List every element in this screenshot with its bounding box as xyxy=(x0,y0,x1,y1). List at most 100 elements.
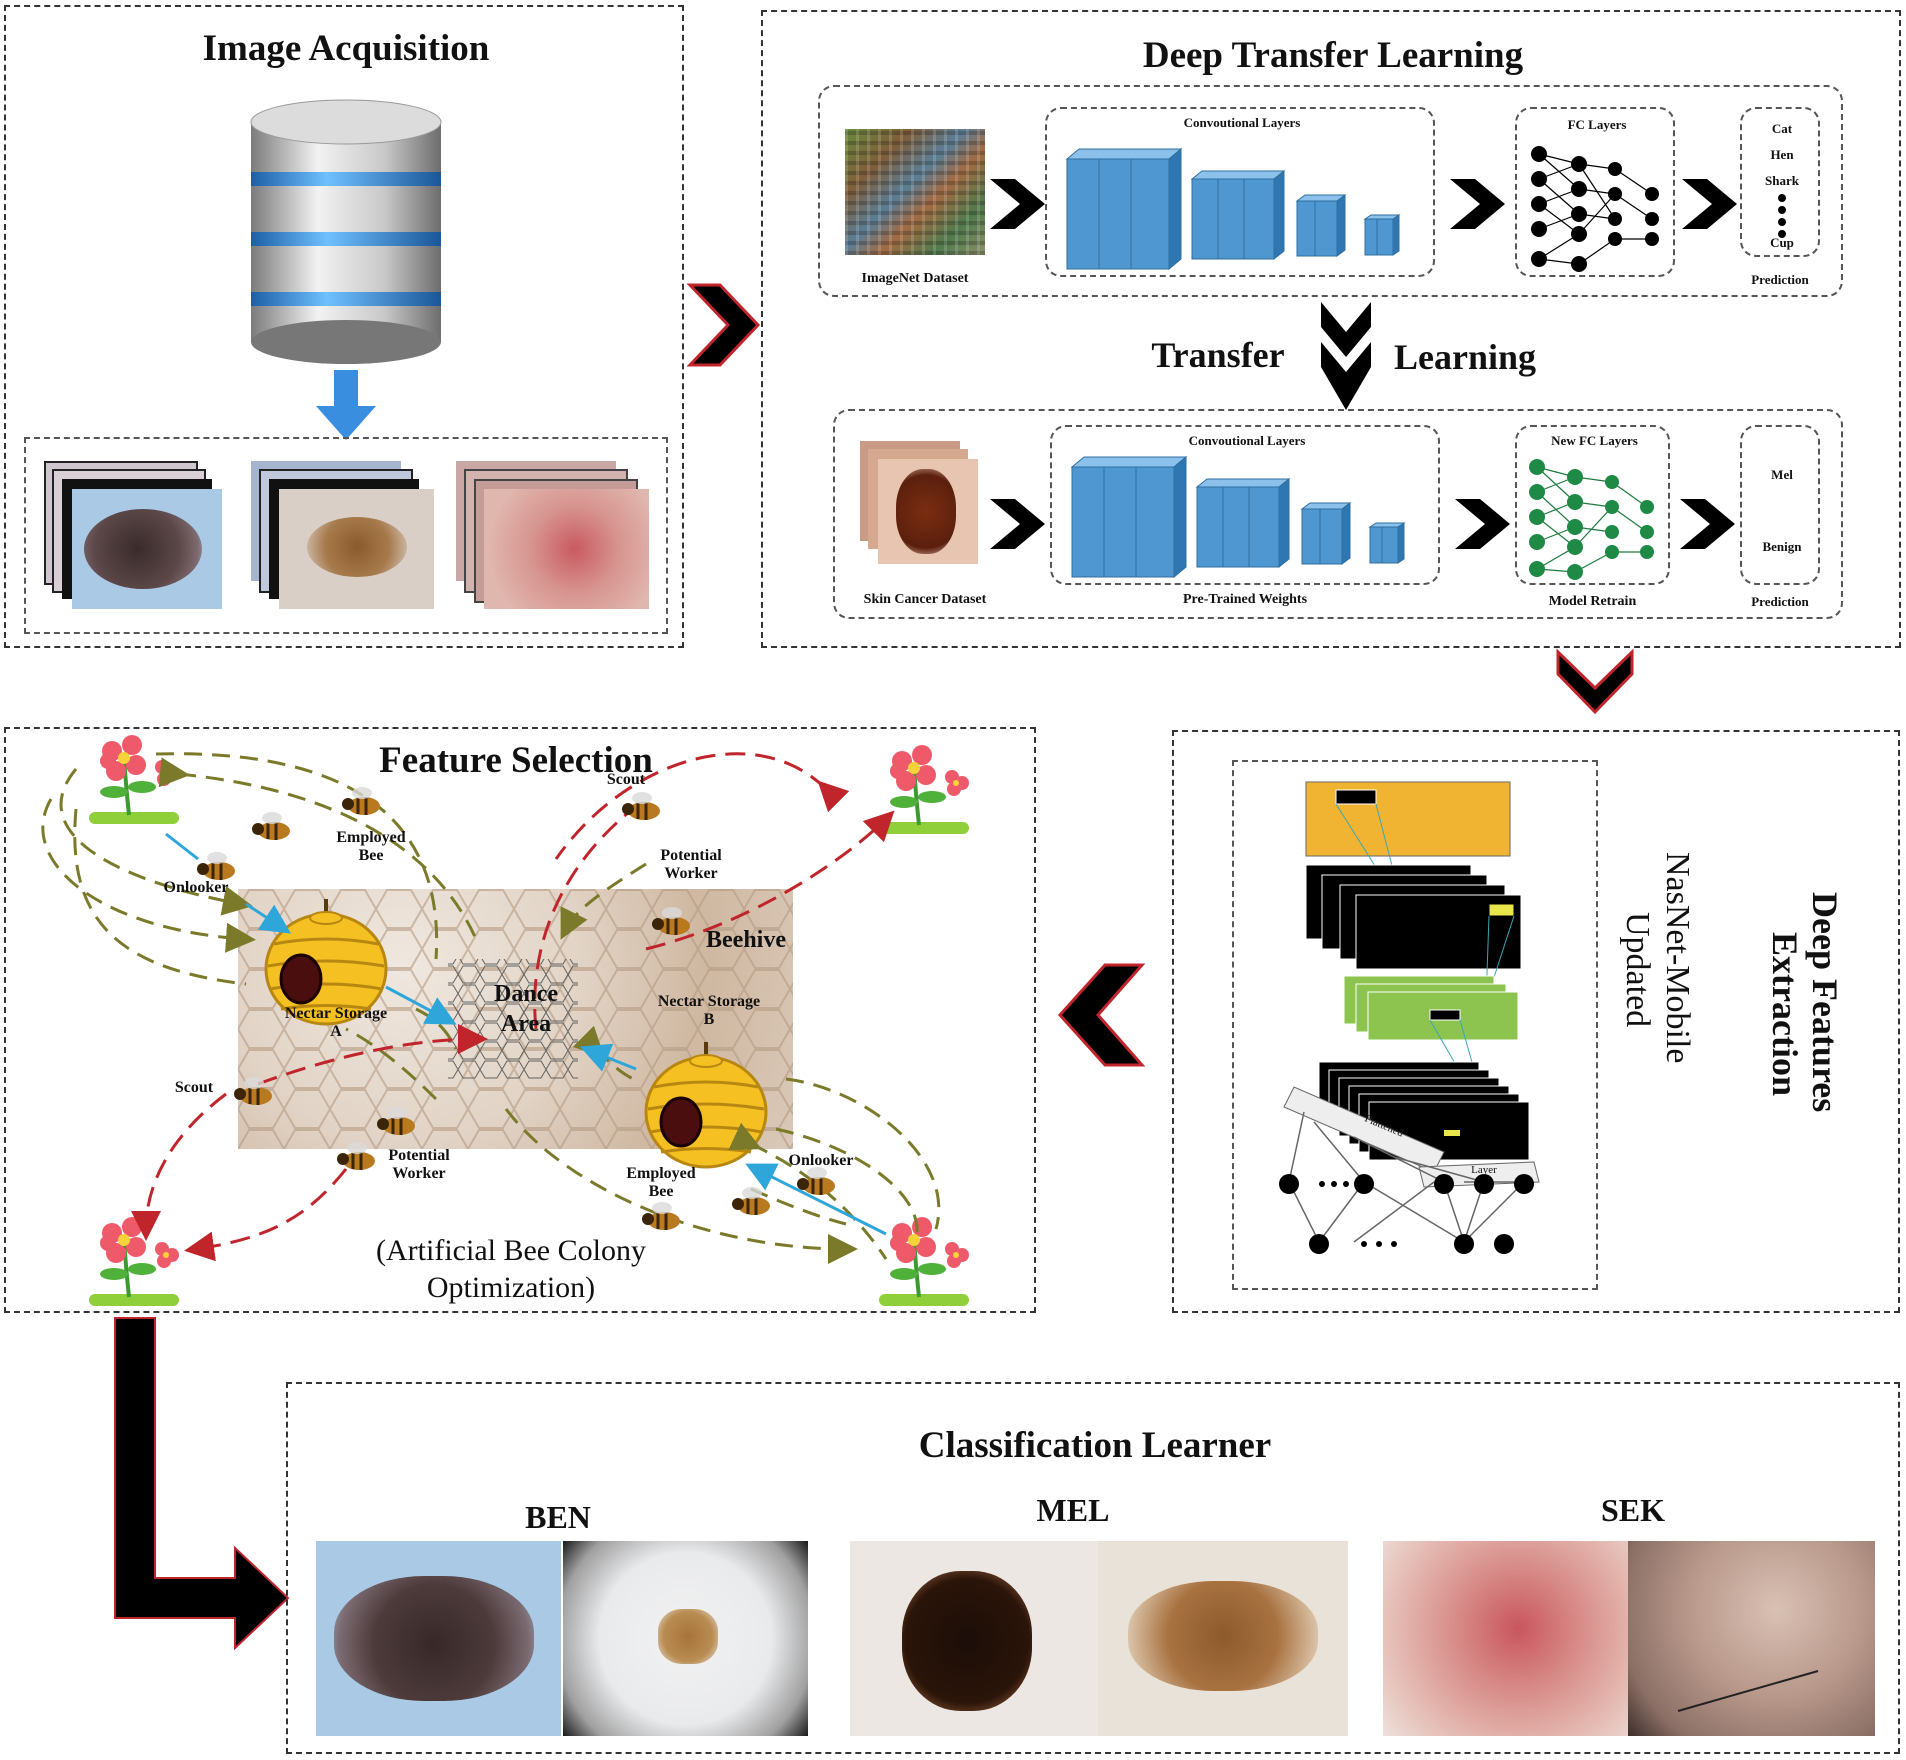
employed-bee-label-top-1: Employed xyxy=(336,829,406,846)
classification-learner-title: Classification Learner xyxy=(918,1425,1272,1466)
nasnet-feature-maps xyxy=(1279,781,1540,1254)
bee-icon-potential-worker-top xyxy=(652,907,690,935)
chevron-right-icon xyxy=(990,179,1045,229)
flower-icon-top-right xyxy=(879,745,969,834)
class-label-hen: Hen xyxy=(1770,147,1794,162)
class-label-sek: SEK xyxy=(1600,1492,1666,1528)
conv-layers-label-top: Convoutional Layers xyxy=(1183,115,1301,130)
potential-worker-label-top-1: Potential xyxy=(660,847,722,864)
scout-label-top: Scout xyxy=(606,771,646,788)
fc-network-bottom xyxy=(1529,459,1654,580)
bee-icon-employed-top-2 xyxy=(342,787,380,815)
class-label-mel-result: MEL xyxy=(1036,1492,1110,1528)
bee-icon-scout-left xyxy=(234,1077,272,1105)
employed-bee-label-bottom-2: Bee xyxy=(648,1183,674,1200)
beehive-a-icon xyxy=(264,899,388,1026)
prediction-label-bottom: Prediction xyxy=(1751,594,1809,609)
flower-icon-bottom-right xyxy=(879,1217,969,1306)
chevron-right-icon xyxy=(1450,179,1505,229)
transfer-word: Transfer xyxy=(1151,335,1285,375)
potential-worker-label-bottom-2: Worker xyxy=(392,1165,446,1182)
conv-layers-label-bottom: Convoutional Layers xyxy=(1188,433,1306,448)
bee-icon-onlooker-right xyxy=(797,1167,835,1195)
nectar-storage-b-label-2: B xyxy=(703,1011,715,1028)
conv-layer-blocks-top xyxy=(1065,147,1401,271)
nasnet-model-line1: NasNet-Mobile xyxy=(1659,852,1696,1064)
ben-image-2 xyxy=(563,1541,808,1736)
learning-word: Learning xyxy=(1393,337,1536,377)
conv-layers-group-top: Convoutional Layers xyxy=(1045,107,1435,277)
deep-features-title-line1: Deep Features xyxy=(1805,892,1845,1113)
deep-features-title: Deep Features Extraction xyxy=(1765,892,1884,1152)
class-label-ben: BEN xyxy=(525,1499,591,1535)
skin-cancer-dataset-image xyxy=(860,441,985,571)
flow-arrow-right-1 xyxy=(686,283,761,367)
fc-network-top xyxy=(1531,146,1659,272)
layer-label: Layer xyxy=(1471,1164,1497,1176)
bee-flight-paths xyxy=(41,752,941,1264)
nectar-storage-a-label-2: A xyxy=(330,1023,342,1040)
pretrain-pipeline-box: ImageNet Dataset Convoutional Layers xyxy=(818,85,1843,297)
finetune-pipeline-box: Skin Cancer Dataset Convoutional Layers xyxy=(833,409,1843,619)
employed-bee-label-top-2: Bee xyxy=(358,847,384,864)
imagenet-dataset-label: ImageNet Dataset xyxy=(861,271,969,286)
beehive-label: Beehive xyxy=(706,927,786,953)
bee-icon-employed-bottom xyxy=(642,1202,680,1230)
model-retrain-label: Model Retrain xyxy=(1548,594,1637,609)
sample-image-stack-1 xyxy=(44,461,224,611)
transfer-down-arrow-icon xyxy=(1321,302,1371,410)
scout-label-left: Scout xyxy=(174,1079,214,1096)
ben-image-1 xyxy=(316,1541,561,1736)
image-acquisition-title: Image Acquisition xyxy=(202,28,490,69)
flow-arrow-l-shape xyxy=(114,1317,290,1651)
deep-transfer-learning-panel: Deep Transfer Learning ImageNet Dataset … xyxy=(761,10,1901,648)
class-label-cat: Cat xyxy=(1771,121,1793,136)
feature-selection-title: Feature Selection xyxy=(379,740,653,781)
bee-icon-employed-top xyxy=(252,812,290,840)
chevron-right-icon xyxy=(990,499,1045,549)
sek-image-2 xyxy=(1628,1541,1875,1736)
bee-icon-employed-bottom-2 xyxy=(732,1187,770,1215)
abc-caption-line2: Optimization) xyxy=(426,1271,596,1304)
ellipsis-dots-icon xyxy=(1778,194,1786,238)
class-label-cup: Cup xyxy=(1770,235,1794,250)
onlooker-label-right: Onlooker xyxy=(788,1152,854,1169)
skin-cancer-dataset-label: Skin Cancer Dataset xyxy=(863,592,987,607)
class-label-shark: Shark xyxy=(1765,173,1799,188)
fc-layers-group-top: FC Layers xyxy=(1515,107,1675,277)
sample-image-stack-2 xyxy=(251,461,436,611)
flow-arrow-left xyxy=(1057,963,1146,1067)
bee-icon-scout-top xyxy=(622,792,660,820)
bee-icon-onlooker-left xyxy=(197,852,235,880)
prediction-box-top: Cat Hen Shark Cup xyxy=(1740,107,1820,257)
sample-images-box xyxy=(24,437,668,634)
new-fc-layers-label: New FC Layers xyxy=(1551,433,1638,448)
pre-trained-weights-label: Pre-Trained Weights xyxy=(1182,592,1308,607)
imagenet-dataset-image xyxy=(845,129,985,255)
nectar-storage-a-label-1: Nectar Storage xyxy=(284,1005,388,1022)
mel-image-1 xyxy=(850,1541,1098,1736)
class-label-benign: Benign xyxy=(1762,539,1802,554)
conv-layers-group-bottom: Convoutional Layers xyxy=(1050,425,1440,585)
conv-layer-blocks-bottom xyxy=(1070,455,1406,579)
dance-area-label-1: Dance xyxy=(494,981,558,1007)
class-label-mel: Mel xyxy=(1771,467,1793,482)
nasnet-architecture-box: Flattened Layer xyxy=(1232,760,1598,1290)
employed-bee-label-bottom-1: Employed xyxy=(626,1165,696,1182)
nectar-storage-b-label-1: Nectar Storage xyxy=(657,993,761,1010)
prediction-box-bottom: Mel Benign xyxy=(1740,425,1820,585)
sample-image-stack-3 xyxy=(456,461,656,611)
dance-area-label-2: Area xyxy=(500,1011,552,1037)
chevron-right-icon xyxy=(1682,179,1737,229)
new-fc-layers-group: New FC Layers xyxy=(1515,425,1670,585)
potential-worker-label-bottom-1: Potential xyxy=(388,1147,450,1164)
prediction-label-top: Prediction xyxy=(1751,272,1809,287)
down-arrow-icon xyxy=(316,370,376,440)
flow-arrow-down xyxy=(1556,648,1634,715)
deep-transfer-learning-title: Deep Transfer Learning xyxy=(1142,35,1524,76)
deep-features-title-line2: Extraction xyxy=(1765,932,1805,1096)
deep-features-extraction-panel: Flattened Layer NasNet-Mobile Updated De… xyxy=(1172,730,1900,1313)
onlooker-label-left: Onlooker xyxy=(163,879,229,896)
bee-icon-worker-bottom-2 xyxy=(377,1107,415,1135)
chevron-right-icon xyxy=(1455,499,1510,549)
